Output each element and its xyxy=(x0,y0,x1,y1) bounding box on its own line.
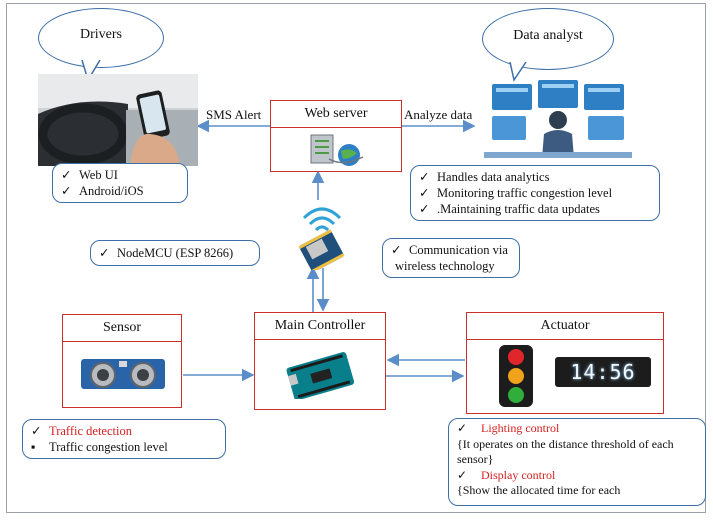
web-server-title: Web server xyxy=(271,101,401,128)
analyst-label: Data analyst xyxy=(513,28,583,43)
sensor-box: Sensor xyxy=(62,314,182,408)
check-icon: ✓ xyxy=(419,186,430,200)
analyst-bubble-tail xyxy=(509,62,527,82)
drivers-note: ✓Web UI ✓Android/iOS xyxy=(52,163,188,203)
timer-display-value: 14:56 xyxy=(570,360,636,384)
analyze-data-label: Analyze data xyxy=(404,107,473,122)
nodemcu-label: NodeMCU (ESP 8266) xyxy=(117,246,234,260)
check-icon: ✓ xyxy=(99,246,110,260)
analyst-bubble: Data analyst xyxy=(482,8,614,70)
analyst-note: ✓Handles data analytics ✓Monitoring traf… xyxy=(410,165,660,221)
arduino-board-icon xyxy=(286,352,355,399)
ultrasonic-sensor-icon xyxy=(81,359,165,389)
nodemcu-wifi-icon xyxy=(298,207,345,270)
main-controller-box: Main Controller xyxy=(254,312,386,410)
actuator-title: Actuator xyxy=(467,313,663,340)
note-item: ✓Web UI xyxy=(61,168,118,182)
sms-alert-label: SMS Alert xyxy=(206,107,262,122)
sensor-note: ✓ Traffic detection ▪ Traffic congestion l… xyxy=(22,419,226,459)
drivers-label: Drivers xyxy=(80,27,122,42)
check-icon: ✓ xyxy=(419,170,430,184)
note-item: ✓Monitoring traffic congestion level xyxy=(419,186,613,200)
traffic-light-icon xyxy=(499,345,533,407)
traffic-congestion-label: Traffic congestion level xyxy=(49,440,168,454)
check-icon: ✓ xyxy=(457,467,468,482)
analyst-workstation-image xyxy=(484,80,632,158)
main-controller-title: Main Controller xyxy=(255,313,385,340)
note-item: ✓Handles data analytics xyxy=(419,170,550,184)
web-server-box: Web server xyxy=(270,100,402,172)
lighting-control-label: Lighting control xyxy=(481,421,560,435)
note-item: ✓Android/iOS xyxy=(61,184,144,198)
check-icon: ✓ xyxy=(419,202,430,216)
display-control-label: Display control xyxy=(481,467,556,482)
check-icon: ✓ xyxy=(61,168,72,182)
traffic-detection-label: Traffic detection xyxy=(49,424,132,438)
square-bullet-icon: ▪ xyxy=(31,440,36,454)
note-item: ✓.Maintaining traffic data updates xyxy=(419,202,600,216)
check-icon: ✓ xyxy=(391,243,402,257)
check-icon: ✓ xyxy=(457,421,468,435)
sensor-title: Sensor xyxy=(63,315,181,342)
actuator-note: ✓ Lighting control {It operates on the d… xyxy=(448,418,706,506)
server-globe-icon xyxy=(310,134,364,166)
drivers-bubble: Drivers xyxy=(38,8,164,68)
diagram-frame xyxy=(6,3,706,513)
nodemcu-note: ✓ NodeMCU (ESP 8266) xyxy=(90,240,260,266)
check-icon: ✓ xyxy=(61,184,72,198)
driver-phone-image xyxy=(38,74,198,166)
communication-note: ✓Communication via wireless technology xyxy=(382,238,520,278)
timer-display xyxy=(555,357,651,387)
check-icon: ✓ xyxy=(31,424,42,438)
actuator-box: Actuator 14:56 xyxy=(466,312,664,414)
